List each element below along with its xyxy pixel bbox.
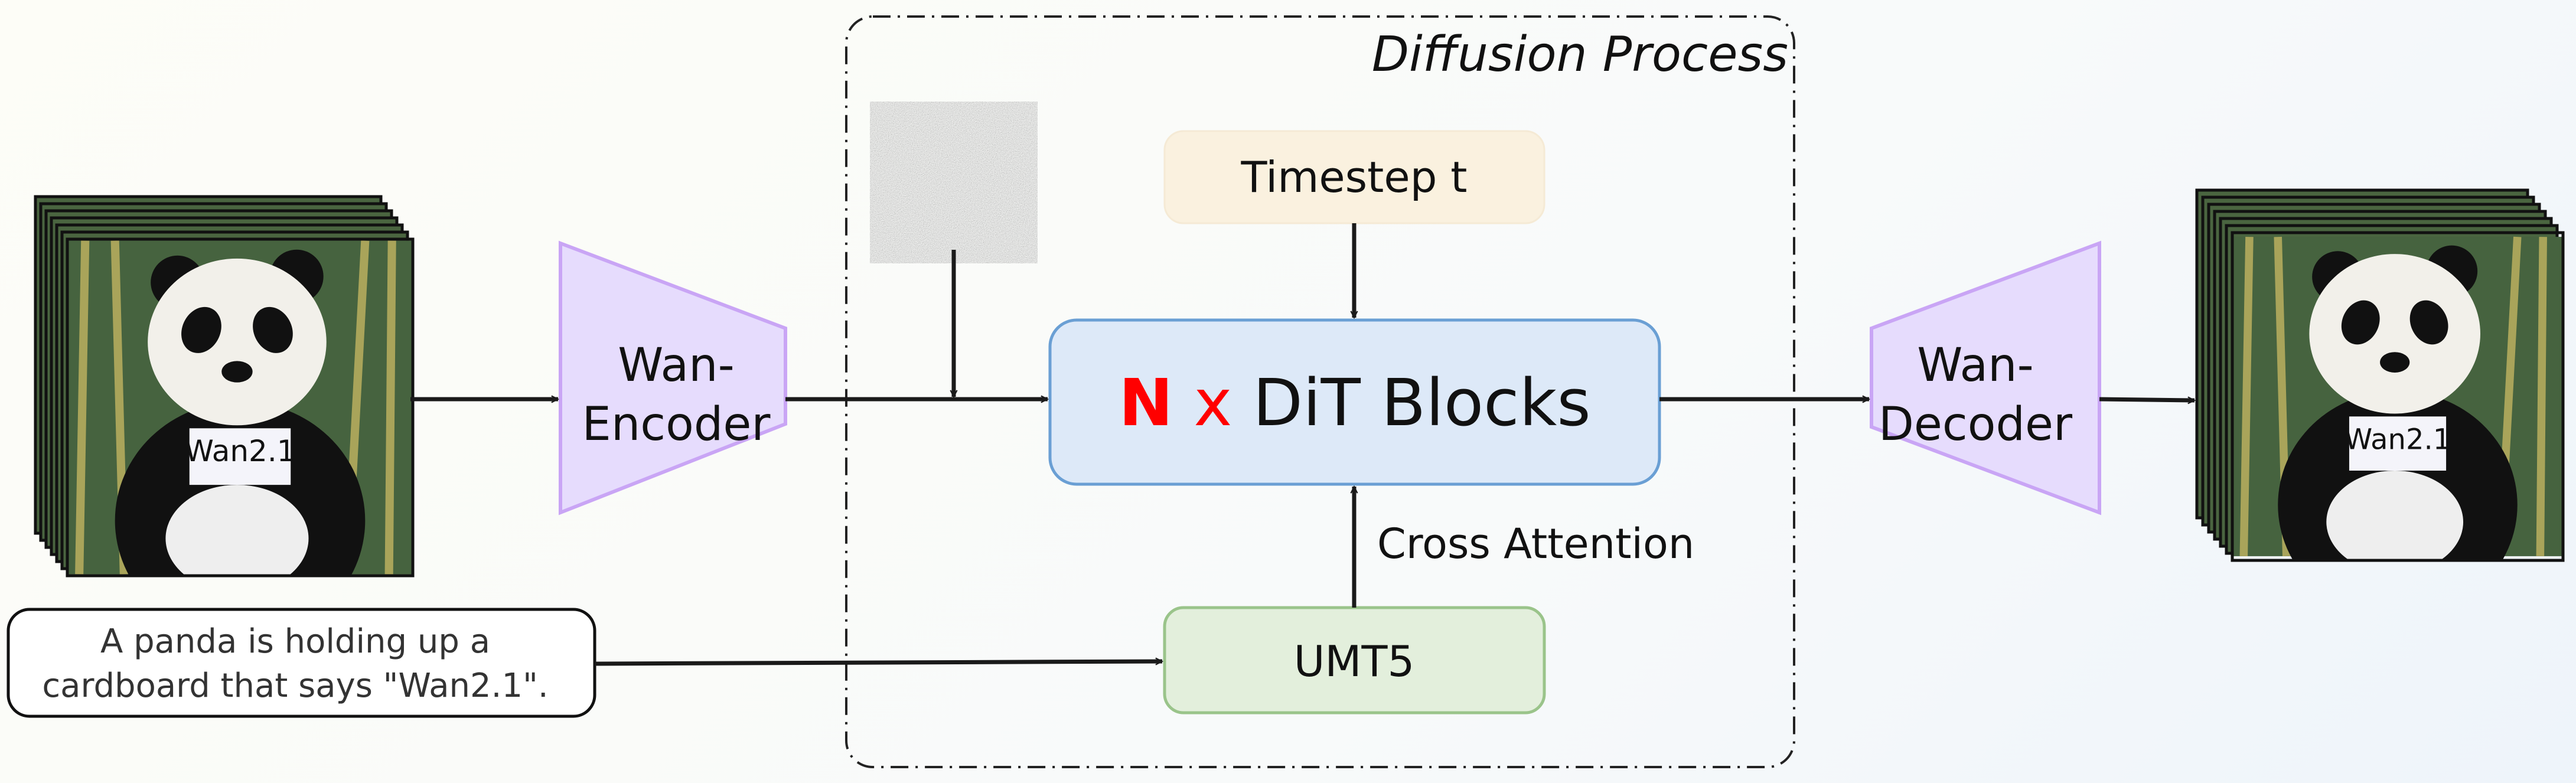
input-frame: [66, 237, 415, 578]
noise-latent: [884, 115, 1023, 250]
wan-decoder-block: [1870, 240, 2101, 516]
cross-attention-label: Cross Attention: [1377, 520, 1694, 568]
arrow-decoder-to-frames: [2099, 399, 2195, 400]
decoder-label-line2: Decoder: [1879, 398, 2073, 451]
dit-blocks-text: DiT Blocks: [1253, 365, 1590, 441]
wan-encoder-block: [559, 240, 787, 516]
dit-label: N x DiT Blocks: [1119, 365, 1590, 441]
encoder-label-line1: Wan-: [618, 339, 735, 392]
encoder-label-line2: Encoder: [582, 398, 771, 451]
diffusion-process-title: Diffusion Process: [1372, 27, 1788, 83]
output-video-frames: Wan2.1: [2195, 188, 2565, 562]
output-sign-text: Wan2.1: [2345, 423, 2451, 456]
input-video-frames: Wan2.1: [34, 195, 415, 578]
output-frame: [2231, 231, 2565, 562]
input-sign-text: Wan2.1: [184, 434, 295, 468]
umt5-label: UMT5: [1294, 637, 1415, 686]
arrow-prompt-to-umt5: [594, 661, 1162, 666]
dit-blocks: [1048, 318, 1661, 486]
prompt-line2: cardboard that says "Wan2.1".: [42, 667, 548, 705]
prompt-line1: A panda is holding up a: [100, 622, 490, 661]
timestep-label: Timestep t: [1240, 152, 1467, 202]
dit-times: x: [1194, 365, 1232, 441]
dit-multiplier: N: [1119, 365, 1173, 441]
diffusion-process-container: [845, 15, 1795, 768]
decoder-label-line1: Wan-: [1917, 339, 2034, 392]
